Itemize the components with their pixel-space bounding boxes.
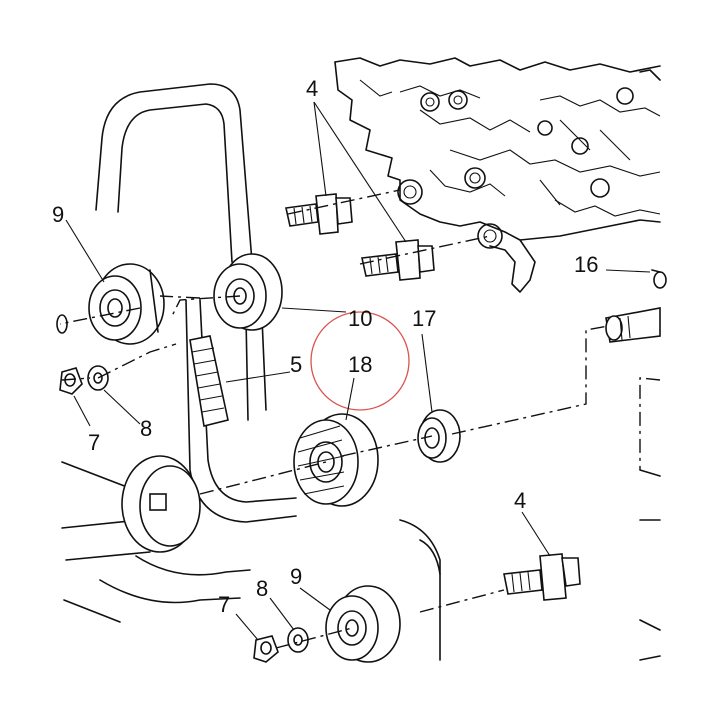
leader-lines [65,101,651,641]
bolt-middle [361,239,435,281]
callout-washer-bottom: 8 [256,576,268,601]
engine-block [334,57,661,293]
callout-tensioner-left: 9 [52,202,64,227]
callout-timing-belt: 5 [290,352,302,377]
bolt-upper [285,193,353,235]
callout-bolt-top: 4 [306,76,318,101]
lower-cover-outline [63,469,661,661]
timing-sprocket [293,413,379,507]
callout-washer-left: 8 [140,416,152,441]
timing-belt-outline [95,83,297,523]
callout-nut-left: 7 [88,430,100,455]
timing-belt-segment [189,335,229,427]
callout-idler-pulley: 10 [348,306,372,331]
callout-tensioner-bottom: 9 [290,564,302,589]
spacer [417,409,461,463]
nut-bottom [253,635,279,663]
washer-bottom [287,627,309,653]
callout-spacer: 17 [412,306,436,331]
crank-pulley [61,455,201,561]
callout-bolt-bottom: 4 [514,488,526,513]
alignment-lines [59,189,661,649]
stud [605,269,667,343]
callout-stud: 16 [574,252,598,277]
bolt-lower [503,553,581,601]
callout-labels: 4 9 10 17 16 18 5 8 7 4 9 8 7 [52,76,598,617]
idler-pulley [213,253,283,331]
left-tensioner-pulley [56,263,165,345]
callout-sprocket: 18 [348,352,372,377]
lower-tensioner-pulley [325,585,401,663]
callout-nut-bottom: 7 [218,592,230,617]
nut-left [59,367,83,395]
highlight-circle [310,311,410,411]
